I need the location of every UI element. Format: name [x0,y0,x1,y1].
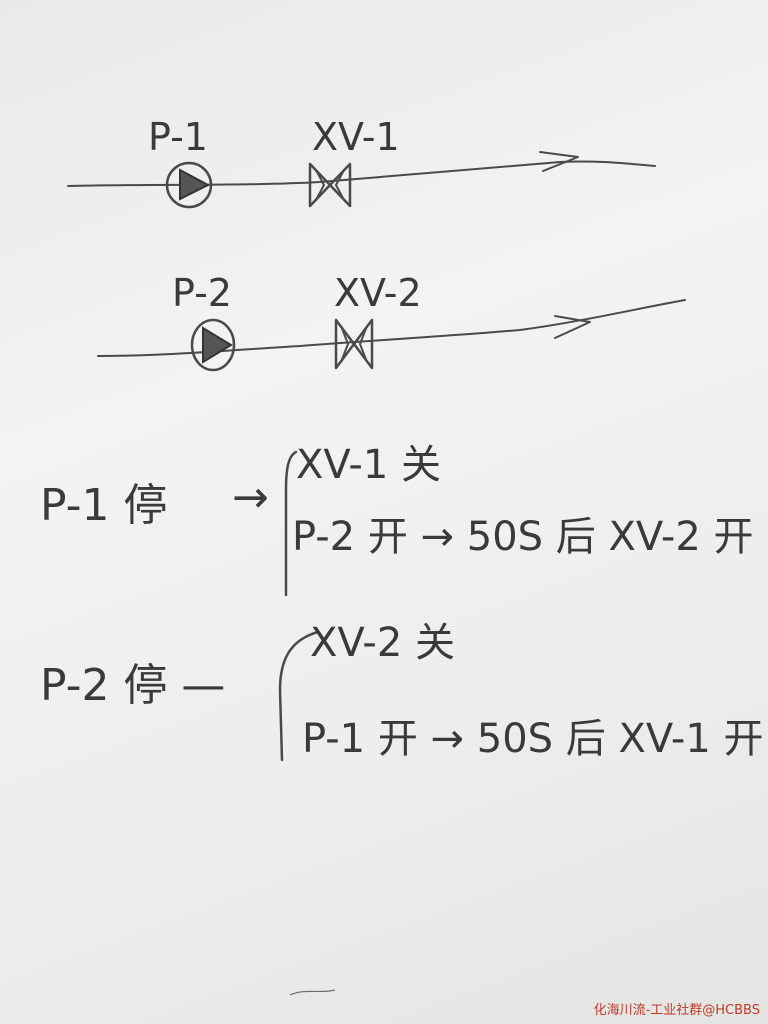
process-line-2: P-2 XV-2 [97,271,686,372]
valve-xv1-icon [308,162,352,208]
watermark: 化海川流-工业社群@HCBBS [593,1003,760,1018]
note1-arrow: → [232,472,269,523]
note1-brace [284,450,298,597]
note2-brace [278,630,320,762]
note1-action2: P-2 开 → 50S 后 XV-2 开 [292,514,754,560]
pump-p1-tag: P-1 [148,115,208,159]
interlock-note-1: P-1 停 → XV-1 关 P-2 开 → 50S 后 XV-2 开 [40,442,754,597]
note1-action1: XV-1 关 [296,442,441,488]
pump-p2-icon [190,318,236,372]
flow-arrow-1 [539,151,579,172]
pump-p2-tag: P-2 [172,271,232,315]
pump-p1-icon [165,161,213,209]
flow-arrow-2 [554,315,591,339]
pencil-squiggle [289,989,336,996]
note2-action1: XV-2 关 [310,620,455,666]
note1-trigger: P-1 停 [40,480,167,531]
valve-xv2-tag: XV-2 [334,271,422,315]
note2-trigger: P-2 停 — [40,660,225,711]
valve-xv1-tag: XV-1 [312,115,400,159]
valve-xv2-icon [334,318,374,370]
interlock-note-2: P-2 停 — XV-2 关 P-1 开 → 50S 后 XV-1 开 [40,620,764,762]
process-line-1: P-1 XV-1 [67,115,656,209]
note2-action2: P-1 开 → 50S 后 XV-1 开 [302,716,764,762]
